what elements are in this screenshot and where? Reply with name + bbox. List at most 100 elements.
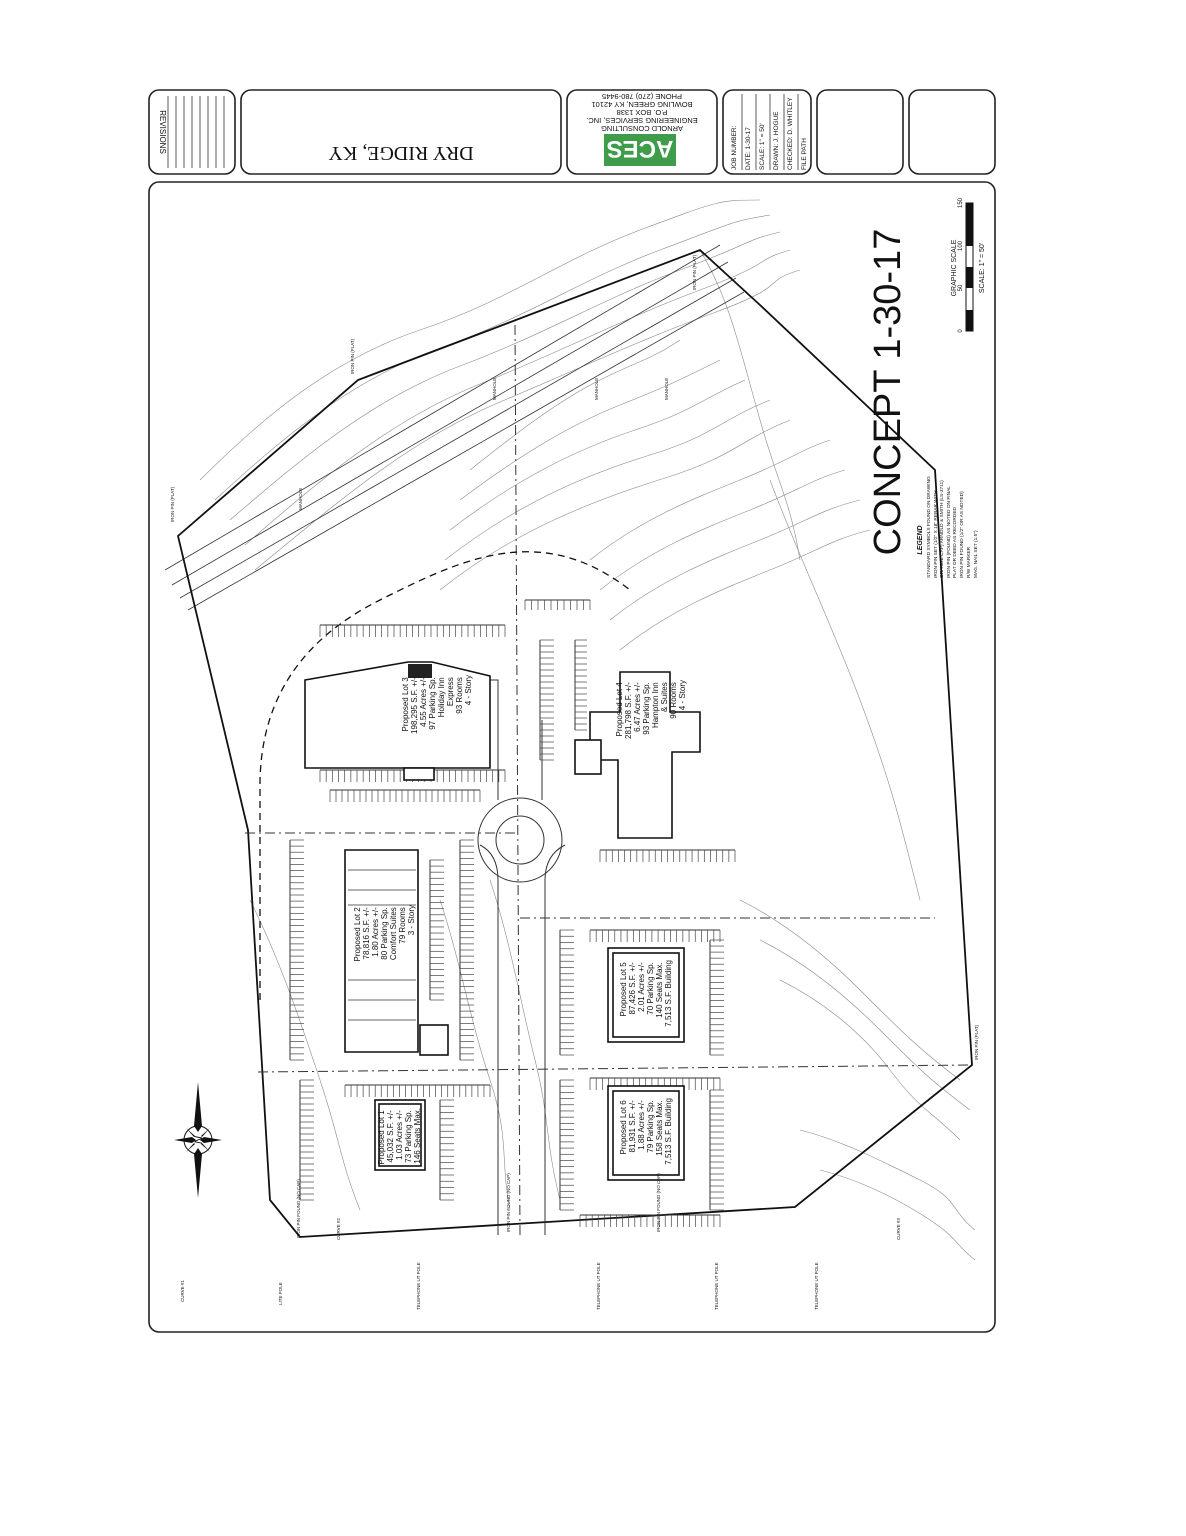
scale-tick-0: 0 (958, 329, 964, 333)
company-info: ARNOLD CONSULTING ENGINEERING SERVICES, … (586, 92, 698, 133)
lot2-line-2: 78,816 S.F. +/- (362, 907, 371, 960)
lot1-label: Proposed Lot 1 45,032 S.F. +/- 1.03 Acre… (377, 1108, 422, 1165)
hampton-inn-entry (574, 739, 602, 775)
drawing-title: CONCEPT 1-30-17 (867, 229, 909, 556)
lot4-line-7: 90 Rooms (669, 682, 678, 718)
lot3-line-1: Proposed Lot 3 (401, 677, 410, 732)
job-info-box (722, 89, 812, 175)
lot4-line-5: Hampton Inn (651, 682, 660, 728)
building-lot5-inner (612, 952, 680, 1038)
lot4-label: Proposed Lot 4 281,798 S.F. +/- 6.47 Acr… (615, 680, 687, 739)
job-info-rows: JOB NUMBER: DATE: 1-30-17 SCALE: 1" = 50… (731, 94, 808, 170)
logo-text: ACES (607, 135, 674, 162)
parking-areas (289, 599, 736, 1227)
revisions-label: REVISIONS (158, 110, 167, 154)
lot6-line-3: 1.88 Acres +/- (637, 1100, 646, 1150)
lot-lines (245, 324, 973, 1236)
manhole-label-3: MANHOLE (594, 378, 599, 400)
lot6-line-6: 7,513 S.F. Building (664, 1098, 673, 1165)
lot2-line-7: 3 - Story (407, 905, 416, 935)
lot5-line-6: 7,513 S.F. Building (664, 960, 673, 1027)
company-line-5: PHONE (270) 780-9445 (602, 92, 682, 101)
lot5-line-1: Proposed Lot 5 (619, 962, 628, 1017)
pole-label-2: TELEPHONE UT POLE (596, 1262, 601, 1310)
job-number: JOB NUMBER: (731, 125, 738, 170)
legend-item-6: IRON PIN FOUND (1/2" OR AS NOTED) (959, 491, 965, 578)
job-date: DATE: 1-30-17 (745, 127, 752, 170)
lot1-line-4: 73 Parking Sp. (404, 1110, 413, 1162)
company-line-4: BOWLING GREEN, KY 42101 (591, 100, 692, 109)
company-line-2: ENGINEERING SERVICES, INC. (586, 116, 698, 125)
manhole-label-2: MANHOLE (492, 378, 497, 400)
north-arrow: N (174, 1082, 222, 1198)
manhole-label-4: MANHOLE (664, 378, 669, 400)
pole-label-5: LITE POLE (278, 1282, 283, 1305)
lot3-line-3: 4.55 Acres +/- (419, 677, 428, 727)
lot2-line-4: 80 Parking Sp. (380, 907, 389, 959)
pin-label-1: IRON PIN (PLAT) (170, 486, 175, 522)
revisions-grid (167, 96, 225, 168)
lot3-line-8: 4 - Story (464, 675, 473, 705)
building-lot3-holiday-inn (304, 661, 491, 769)
job-scale: SCALE: 1" = 50' (759, 123, 766, 170)
building-lot1-inner (378, 1103, 422, 1167)
lot3-line-6: Express (446, 677, 455, 706)
graphic-scale-label: GRAPHIC SCALE (951, 239, 958, 296)
sheet-box-2 (908, 89, 996, 175)
pin-label-5: IRON PIN FOUND (NO CAP) (506, 1173, 511, 1232)
lot6-line-5: 158 Seats Max. (655, 1100, 664, 1156)
legend-item-3: ORANGE CAP) ARNOLD & SMITH (LS-3711) (939, 480, 945, 578)
curve-label-3: CURVE #3 (896, 1218, 901, 1240)
lot4-line-3: 6.47 Acres +/- (633, 682, 642, 732)
lot5-line-2: 87,426 S.F. +/- (628, 962, 637, 1015)
company-line-3: P.O. BOX 1338 (617, 108, 668, 117)
lot5-line-4: 70 Parking Sp. (646, 962, 655, 1014)
legend-item-8: MAG. NAIL SET (1.5") (973, 530, 979, 578)
legend-item-4: IRON PIN (FOUND) AS NOTED ON FINAL (946, 486, 952, 578)
job-checked: CHECKED: D. WHITLEY (787, 97, 794, 170)
job-drawn: DRAWN: J. HOGUE (773, 111, 780, 170)
lot2-line-3: 1.80 Acres +/- (371, 907, 380, 957)
lot5-label: Proposed Lot 5 87,426 S.F. +/- 2.01 Acre… (619, 960, 673, 1027)
lot2-label: Proposed Lot 2 78,816 S.F. +/- 1.80 Acre… (353, 905, 416, 962)
company-line-1: ARNOLD CONSULTING (601, 124, 683, 133)
lot5-line-5: 140 Seats Max. (655, 962, 664, 1018)
legend-item-7: R/W MARKER (966, 546, 972, 578)
lot1-line-5: 146 Seats Max. (413, 1108, 422, 1164)
legend-item-2: IRON PIN SET (1/2" X 18" REBAR WITH (933, 490, 939, 578)
location-box (240, 89, 562, 175)
lot3-label: Proposed Lot 3 198,295 S.F. +/- 4.55 Acr… (401, 675, 473, 734)
easement-curve (259, 551, 631, 1000)
north-label: N (193, 1136, 205, 1144)
lot4-line-2: 281,798 S.F. +/- (624, 682, 633, 739)
scale-tick-50: 50 (958, 284, 964, 291)
lot2-line-5: Comfort Suites (389, 907, 398, 960)
holiday-inn-entry (403, 767, 435, 781)
lot4-line-4: 93 Parking Sp. (642, 682, 651, 734)
aces-logo: ACES (604, 134, 676, 166)
building-lot4-hampton-inn (589, 671, 701, 839)
highway-corridor (164, 244, 745, 611)
pin-label-7: IRON PIN FOUND (NO CAP) (296, 1179, 301, 1238)
graphic-scale: 0 50 100 150 GRAPHIC SCALE SCALE: 1" = 5… (951, 197, 986, 332)
lot6-line-2: 81,931 S.F. +/- (628, 1100, 637, 1153)
pole-label-1: TELEPHONE UT POLE (416, 1262, 421, 1310)
lot2-line-6: 79 Rooms (398, 907, 407, 943)
scale-tick-100: 100 (958, 240, 964, 251)
survey-annotations: IRON PIN (PLAT) IRON PIN (PLAT) IRON PIN… (170, 254, 979, 1310)
pin-label-4: IRON PIN (PLAT) (974, 1024, 979, 1060)
lot3-line-5: Holiday Inn (437, 677, 446, 717)
title-block: REVISIONS DRY RIDGE, KY ACES ARNOLD CONS… (148, 89, 996, 175)
job-file-path: FILE PATH (801, 138, 808, 170)
lot1-line-2: 45,032 S.F. +/- (386, 1110, 395, 1163)
lot6-line-4: 79 Parking Sp. (646, 1100, 655, 1152)
legend-item-1: STANDARD SYMBOLS FOUND ON DRAWING (926, 476, 932, 578)
lot3-line-2: 198,295 S.F. +/- (410, 677, 419, 734)
curve-label-1: CURVE #1 (180, 1280, 185, 1302)
lot1-line-3: 1.03 Acres +/- (395, 1110, 404, 1160)
scale-tick-150: 150 (958, 197, 964, 208)
manhole-label-1: MANHOLE (298, 488, 303, 510)
pin-label-2: IRON PIN (PLAT) (350, 338, 355, 374)
holiday-inn-canopy (408, 664, 432, 678)
